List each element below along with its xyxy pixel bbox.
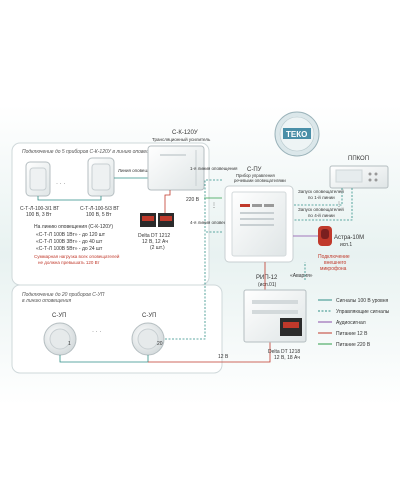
voltage-12-label: 12 В: [218, 354, 229, 360]
psu-battery: [280, 318, 302, 336]
controller-line-4-label: 4-я линия оповещения: [190, 220, 238, 225]
logo-text: ТЕКО: [286, 130, 307, 139]
battery-top-label: Delta DT 1212: [138, 233, 170, 239]
legend-label: Аудиосигнал: [336, 320, 366, 326]
unit-last-speaker: [131, 322, 165, 356]
legend-label: Сигналы 100 В уровня: [336, 298, 389, 304]
legend-item: Аудиосигнал: [318, 320, 366, 326]
unit-last-label: С-УП: [142, 313, 156, 319]
ppkop-device: [329, 165, 389, 189]
legend-label: Управляющие сигналы: [336, 309, 390, 315]
speaker-1-sub: 100 В, 3 Вт: [26, 212, 52, 218]
limit-item-1: «С-Т-Л 100В 1Вт» - до 120 шт: [36, 232, 106, 238]
mic-note-2: внешнего: [324, 260, 346, 266]
mic-note-3: микрофона: [320, 266, 347, 272]
battery-top-1: [140, 213, 156, 227]
trigger-1-line2: по 1-й линии: [308, 194, 335, 200]
battery-top-sub1: 12 В, 12 Ач: [142, 239, 168, 245]
unit-index-first: 1: [68, 341, 71, 347]
legend-item: Управляющие сигналы: [318, 309, 390, 315]
psu-variant: (исп.01): [258, 282, 277, 288]
amplifier-device: [147, 145, 205, 191]
controller-model: С-ПУ: [247, 167, 262, 173]
trigger-4-line2: по 4-й линии: [308, 212, 335, 218]
warning-line-1: Суммарная нагрузка всех оповещателей: [34, 253, 120, 259]
controller-line-links: [204, 179, 222, 233]
amplifier-model: С-К-120У: [172, 130, 198, 136]
unit-control-line: [165, 232, 206, 340]
controller-desc-2: речевыми оповещателями: [234, 178, 286, 183]
controller-device: [224, 185, 294, 263]
speaker-2-label: С-Т-Л-100-5/3 ВТ: [80, 206, 119, 212]
warning-line-2: не должна превышать 120 Вт: [38, 260, 100, 265]
voltage-220-label: 220 В: [186, 197, 200, 203]
psu-alarm: «Авария»: [290, 273, 313, 279]
legend-item: Сигналы 100 В уровня: [318, 298, 389, 304]
amplifier-desc: Трансляционный усилитель: [152, 136, 211, 142]
psu-battery-label: Delta DT 1218: [268, 349, 300, 355]
top-section-title: Подключение до 5 приборов С-К-120У в лин…: [22, 149, 162, 155]
battery-power-line: [164, 190, 171, 213]
limits-title: На линию оповещения (С-К-120У): [34, 224, 113, 230]
speaker-1: [25, 161, 51, 197]
speaker-2: [87, 157, 115, 197]
trigger-line-4: [293, 188, 353, 221]
controller-line-1-label: 1-я линия оповещения: [190, 166, 238, 171]
battery-top-sub2: (2 шт.): [150, 245, 165, 251]
bottom-section-title-2: в линию оповещения: [22, 298, 71, 304]
psu-model: РИП-12: [256, 275, 278, 281]
bottom-section-title-1: Подключение до 20 приборов С-УП: [22, 292, 105, 298]
mic-note-1: Подключение: [318, 254, 350, 260]
mic-model: Астра-10М: [334, 235, 364, 241]
speaker-line: [37, 196, 102, 201]
unit-first-speaker: [43, 322, 77, 356]
mic-variant: исп.1: [340, 242, 352, 248]
trigger-4-line1: Запуск оповещателей: [298, 206, 344, 212]
legend-label: Питание 220 В: [336, 342, 371, 348]
controller-desc-1: Прибор управления: [236, 173, 275, 178]
ppkop-label: ППКОП: [348, 156, 369, 162]
teko-logo: ТЕКО: [274, 111, 320, 157]
speaker-1-label: С-Т-Л-100-3/1 ВТ: [20, 206, 59, 212]
unit-index-last: 20: [157, 341, 163, 347]
unit-line: [59, 355, 149, 363]
psu-battery-sub: 12 В, 18 Ач: [274, 355, 300, 361]
battery-top-2: [158, 213, 174, 227]
limit-item-2: «С-Т-Л 100В 3Вт» - до 40 шт: [36, 239, 103, 245]
trigger-line-1: [293, 188, 343, 206]
legend-item: Питание 220 В: [318, 342, 371, 348]
speaker-2-sub: 100 В, 5 Вт: [86, 212, 112, 218]
limit-item-3: «С-Т-Л 100В 5Вт» - до 24 шт: [36, 246, 103, 252]
speaker-ellipsis: · · ·: [56, 181, 65, 187]
unit-ellipsis: · · ·: [92, 329, 101, 335]
trigger-ellipsis: ⋮: [336, 202, 342, 208]
unit-first-label: С-УП: [52, 313, 66, 319]
trigger-1-line1: Запуск оповещателей: [298, 188, 344, 194]
legend-item: Питание 12 В: [318, 331, 368, 337]
controller-line-ellipsis: ⋮: [211, 203, 217, 209]
zone-label: Линия оповещения: [118, 168, 159, 173]
microphone-device: [318, 226, 332, 246]
legend-label: Питание 12 В: [336, 331, 368, 337]
